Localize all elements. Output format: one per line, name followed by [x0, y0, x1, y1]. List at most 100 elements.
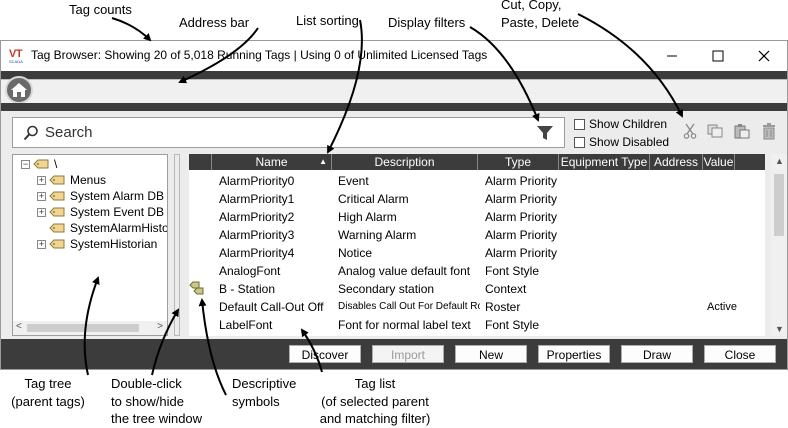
expand-icon[interactable]: +	[37, 238, 46, 249]
maximize-button[interactable]	[695, 41, 741, 71]
annotation-tag-list-line2: (of selected parent	[321, 394, 429, 409]
show-disabled-checkbox[interactable]: Show Disabled	[574, 135, 669, 149]
annotation-double-click-line2: to show/hide	[111, 394, 184, 409]
collapse-icon[interactable]: −	[21, 158, 30, 169]
scrollbar-thumb[interactable]	[774, 174, 784, 236]
discover-button[interactable]: Discover	[289, 345, 361, 363]
tag-list[interactable]: Name ▲ Description Type Equipment Type A…	[189, 154, 765, 336]
close-window-button[interactable]	[741, 41, 787, 71]
new-button[interactable]: New	[455, 345, 527, 363]
expand-icon[interactable]: +	[37, 174, 46, 185]
scroll-right-icon[interactable]: >	[157, 321, 163, 332]
maximize-icon	[712, 50, 724, 62]
scroll-up-icon[interactable]: ▲	[775, 156, 784, 166]
cell-type: Context	[485, 282, 527, 296]
cell-name: Default Call-Out Off	[219, 300, 324, 314]
tag-list-header: Name ▲ Description Type Equipment Type A…	[189, 154, 765, 170]
annotation-double-click-line3: the tree window	[111, 411, 203, 426]
cell-type: Alarm Priority	[485, 192, 558, 206]
scroll-down-icon[interactable]: ▼	[775, 324, 784, 334]
import-button[interactable]: Import	[372, 345, 444, 363]
column-type[interactable]: Type	[478, 154, 559, 170]
cell-description: Warning Alarm	[338, 228, 417, 242]
filter-icon[interactable]	[536, 125, 554, 141]
cell-name: AlarmPriority4	[219, 246, 295, 260]
scroll-left-icon[interactable]: <	[16, 321, 22, 332]
tag-browser-window: VT SCADA Tag Browser: Showing 20 of 5,01…	[0, 40, 788, 370]
search-box[interactable]: Search	[12, 117, 565, 148]
title-bar: VT SCADA Tag Browser: Showing 20 of 5,01…	[1, 41, 787, 71]
cut-icon	[683, 123, 697, 139]
minimize-button[interactable]	[649, 41, 695, 71]
column-address[interactable]: Address	[650, 154, 703, 170]
paste-button[interactable]	[733, 122, 751, 140]
close-icon	[758, 50, 770, 62]
cell-description: Critical Alarm	[338, 192, 409, 206]
table-row[interactable]: AlarmPriority0 Event Alarm Priority	[189, 172, 765, 190]
search-icon	[23, 125, 38, 141]
home-button[interactable]	[5, 76, 33, 104]
column-value[interactable]: Value	[703, 154, 735, 170]
tree-item-system-event-db[interactable]: + System Event DB	[37, 205, 164, 219]
close-button[interactable]: Close	[704, 345, 776, 363]
tree-horizontal-scrollbar[interactable]: < >	[13, 321, 167, 335]
tag-tree[interactable]: − \ + Menus + System Alarm DB + System E…	[12, 154, 168, 336]
show-children-checkbox[interactable]: Show Children	[574, 117, 667, 131]
tree-item-system-alarm-db[interactable]: + System Alarm DB	[37, 189, 164, 203]
tree-root-label: \	[54, 157, 58, 171]
expand-icon[interactable]: +	[37, 190, 46, 201]
cell-type: Font Style	[485, 318, 540, 332]
cell-description: Event	[338, 174, 369, 188]
delete-button[interactable]	[760, 122, 778, 140]
column-description[interactable]: Description	[332, 154, 478, 170]
cell-description: Notice	[338, 246, 373, 260]
column-equipment-type[interactable]: Equipment Type	[559, 154, 650, 170]
cell-type: Alarm Priority	[485, 174, 558, 188]
cell-type: Alarm Priority	[485, 246, 558, 260]
expand-icon[interactable]: +	[37, 206, 46, 217]
tree-item-label: Menus	[70, 173, 107, 187]
tag-icon	[49, 175, 65, 185]
sort-ascending-icon: ▲	[319, 157, 327, 166]
cell-name: AlarmPriority3	[219, 228, 295, 242]
tree-item-label: System Event DB	[70, 205, 165, 219]
annotation-list-sorting: List sorting	[296, 13, 359, 28]
cut-button[interactable]	[681, 122, 699, 140]
table-row[interactable]: AlarmPriority4 Notice Alarm Priority	[189, 244, 765, 262]
tree-item-menus[interactable]: + Menus	[37, 173, 106, 187]
tree-item-system-historian[interactable]: + SystemHistorian	[37, 237, 157, 251]
address-bar[interactable]	[1, 79, 787, 105]
annotation-tag-counts: Tag counts	[69, 2, 132, 17]
tree-item-system-alarm-history[interactable]: SystemAlarmHisto	[49, 221, 167, 235]
tree-splitter[interactable]	[174, 154, 180, 336]
draw-button[interactable]: Draw	[621, 345, 693, 363]
properties-button[interactable]: Properties	[538, 345, 610, 363]
app-logo: VT SCADA	[9, 48, 23, 64]
column-name[interactable]: Name ▲	[212, 154, 332, 170]
top-dark-bar	[1, 71, 787, 79]
cell-description: High Alarm	[338, 210, 397, 224]
cell-type: Font Style	[485, 264, 540, 278]
cell-description: Analog value default font	[338, 264, 471, 278]
tree-root[interactable]: − \	[21, 157, 57, 171]
copy-icon	[707, 124, 723, 138]
dark-bar-under-address	[1, 103, 787, 111]
copy-button[interactable]	[706, 122, 724, 140]
annotation-double-click-line1: Double-click	[111, 376, 182, 391]
tag-icon	[49, 191, 65, 201]
annotation-symbols-line2: symbols	[232, 394, 280, 409]
paste-icon	[734, 124, 750, 139]
button-bar: Discover Import New Properties Draw Clos…	[1, 339, 787, 369]
tag-list-vertical-scrollbar[interactable]: ▲ ▼	[771, 154, 787, 336]
scrollbar-thumb[interactable]	[27, 324, 139, 332]
cell-value: Active	[707, 301, 737, 313]
cell-name: AlarmPriority0	[219, 174, 295, 188]
cell-description: Font for normal label text	[338, 318, 471, 332]
